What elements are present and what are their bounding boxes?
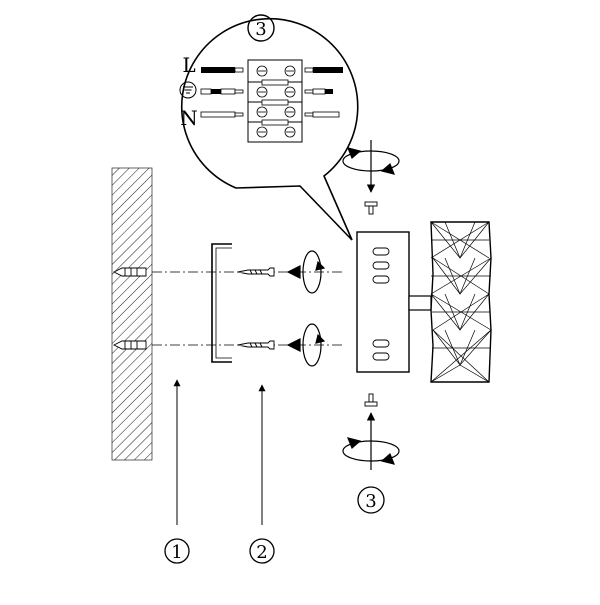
step-marker-2: 2 (249, 538, 275, 564)
screw-terminal-block-icon (247, 59, 303, 143)
screw-icon (364, 393, 378, 407)
step-marker-3: 3 (357, 486, 385, 514)
backplate-slots (372, 247, 390, 361)
rotate-clockwise-arrow-icon (342, 147, 400, 175)
crystal-shade (430, 221, 492, 383)
screw-icon (364, 201, 378, 215)
callout-step-label: 3 (255, 19, 266, 40)
wall-plug (112, 267, 147, 277)
mounting-bracket (211, 243, 232, 363)
neutral-terminal-label: N (180, 106, 198, 130)
fixture-wires (304, 67, 343, 118)
screw-icon (237, 267, 275, 277)
wiring-detail-callout: 3 L N (179, 14, 359, 241)
svg-text:1: 1 (171, 542, 182, 563)
screw-icon (237, 340, 275, 350)
wall-plug (112, 340, 147, 350)
wall-section (111, 167, 153, 461)
rotate-clockwise-arrow-icon (286, 323, 326, 367)
alignment-centerlines (152, 271, 345, 346)
svg-text:3: 3 (365, 491, 376, 512)
svg-text:2: 2 (256, 542, 267, 563)
earth-ground-icon (179, 81, 197, 99)
step-marker-1: 1 (164, 538, 190, 564)
live-terminal-label: L (182, 53, 195, 77)
callout-step-circle (247, 14, 275, 42)
rotate-clockwise-arrow-icon (286, 250, 326, 294)
incoming-wires (200, 67, 244, 118)
fixture-arm (408, 295, 432, 311)
rotate-clockwise-arrow-icon (342, 437, 400, 465)
